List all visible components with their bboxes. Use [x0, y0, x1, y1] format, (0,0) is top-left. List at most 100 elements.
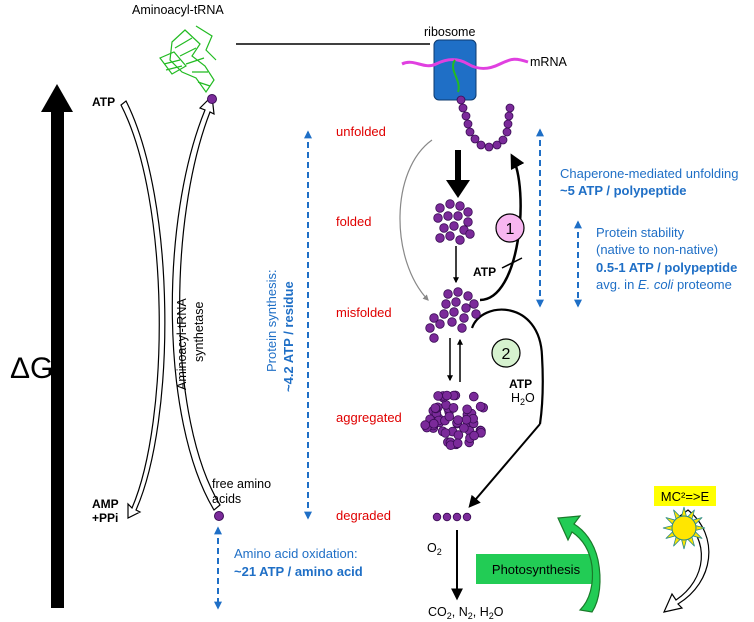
h2o-protease-label: H2O [511, 391, 535, 407]
residue [453, 211, 463, 221]
sun-ray [662, 525, 673, 531]
atp-chaperone-label: ATP [473, 265, 496, 279]
residue [442, 390, 452, 401]
residue [461, 414, 472, 425]
protease-to-degraded-arrow [468, 423, 541, 508]
residue [503, 119, 513, 129]
residue [452, 512, 462, 522]
residue [456, 95, 466, 105]
residue [462, 404, 472, 415]
residue [448, 402, 459, 413]
residue [469, 430, 479, 441]
chaperone-step-number: 1 [506, 221, 515, 238]
residue [463, 217, 473, 227]
protease-loop [470, 308, 544, 425]
residue [443, 289, 453, 299]
residue [442, 512, 452, 522]
residue [429, 313, 439, 323]
residue [447, 317, 457, 327]
residue [449, 307, 459, 317]
residue [476, 140, 486, 150]
residue [429, 333, 439, 343]
mc2-label: MC²=>E [661, 489, 710, 504]
sun-core [671, 515, 697, 541]
state-labels: unfolded folded misfolded aggregated deg… [336, 124, 402, 523]
free-aa-label-2: acids [212, 492, 241, 506]
residue [455, 235, 465, 245]
state-degraded: degraded [336, 508, 391, 523]
state-misfolded: misfolded [336, 305, 392, 320]
residue [470, 134, 480, 144]
residue [484, 142, 494, 152]
amp-label: AMP [92, 497, 119, 511]
residue [471, 309, 481, 319]
residue [469, 299, 479, 309]
chaperone-step-circle [495, 213, 525, 243]
residue [453, 415, 463, 425]
stability-label-4: avg. in E. coli proteome [596, 277, 732, 292]
free-amino-acid-dot [214, 511, 224, 521]
residue [461, 111, 471, 121]
synthetase-label-1: Aminoacyl-tRNA [175, 298, 189, 390]
residue [461, 303, 471, 313]
mrna-label: mRNA [530, 55, 567, 69]
stability-label-4-pre: avg. in [596, 277, 638, 292]
aminoacyl-trna-label: Aminoacyl-tRNA [132, 3, 224, 17]
trna-amino-acid [207, 94, 217, 104]
residue [435, 233, 445, 243]
residue [420, 420, 431, 430]
residue [463, 291, 473, 301]
residue [439, 309, 449, 319]
photosynthesis-box [476, 554, 596, 584]
folded-protein [433, 199, 475, 245]
ribosome-label: ribosome [424, 25, 475, 39]
ribosome-complex: ribosome mRNA [401, 25, 567, 152]
residue [432, 512, 442, 522]
delta-g-arrow-shaft [51, 108, 64, 608]
oxidation-label-2: ~21 ATP / amino acid [234, 564, 363, 579]
free-aa-label-1: free amino [212, 477, 271, 491]
residue [463, 207, 473, 217]
misfolded-protein [425, 287, 481, 343]
synthesis-label-2: ~4.2 ATP / residue [281, 281, 296, 392]
unfolded-to-folded-arrowhead [446, 180, 470, 198]
residue [458, 103, 468, 113]
oxidation-label-1: Amino acid oxidation: [234, 546, 358, 561]
chaperone-return-arrow [479, 153, 525, 302]
stability-label-2: (native to non-native) [596, 242, 718, 257]
residue [430, 403, 441, 413]
state-aggregated: aggregated [336, 410, 402, 425]
synthesis-label-1: Protein synthesis: [264, 269, 279, 372]
delta-g-axis: ΔG [10, 84, 73, 608]
residue [435, 203, 445, 213]
residue [453, 430, 464, 440]
residue [443, 211, 453, 221]
oxidation-annotation: Amino acid oxidation: ~21 ATP / amino ac… [214, 526, 363, 610]
nascent-polypeptide [456, 95, 515, 152]
residue [504, 111, 514, 121]
synthetase-label-2: synthetase [192, 301, 206, 362]
atp-to-amp-arrow [120, 100, 166, 519]
residue [463, 119, 473, 129]
residue [505, 103, 515, 113]
unfolded-to-misfolded-arrow [399, 139, 433, 301]
residue [462, 512, 472, 522]
residue [498, 135, 508, 145]
residue [441, 299, 451, 309]
residue [492, 140, 502, 150]
o2-label: O2 [427, 541, 442, 557]
residue [439, 223, 449, 233]
stability-annotation: Protein stability (native to non-native)… [574, 220, 737, 308]
degraded-peptides [432, 512, 472, 522]
residue [428, 418, 439, 429]
products-label: CO2, N2, H2O [428, 605, 504, 621]
residue [468, 391, 479, 402]
aminoacyl-trna: Aminoacyl-tRNA [132, 3, 430, 104]
protease-step-circle [491, 338, 521, 368]
delta-g-arrow-head [41, 84, 73, 112]
chaperone-atp-tick [501, 257, 523, 269]
residue [453, 287, 463, 297]
residue [433, 213, 443, 223]
aggregated-protein [420, 390, 489, 451]
